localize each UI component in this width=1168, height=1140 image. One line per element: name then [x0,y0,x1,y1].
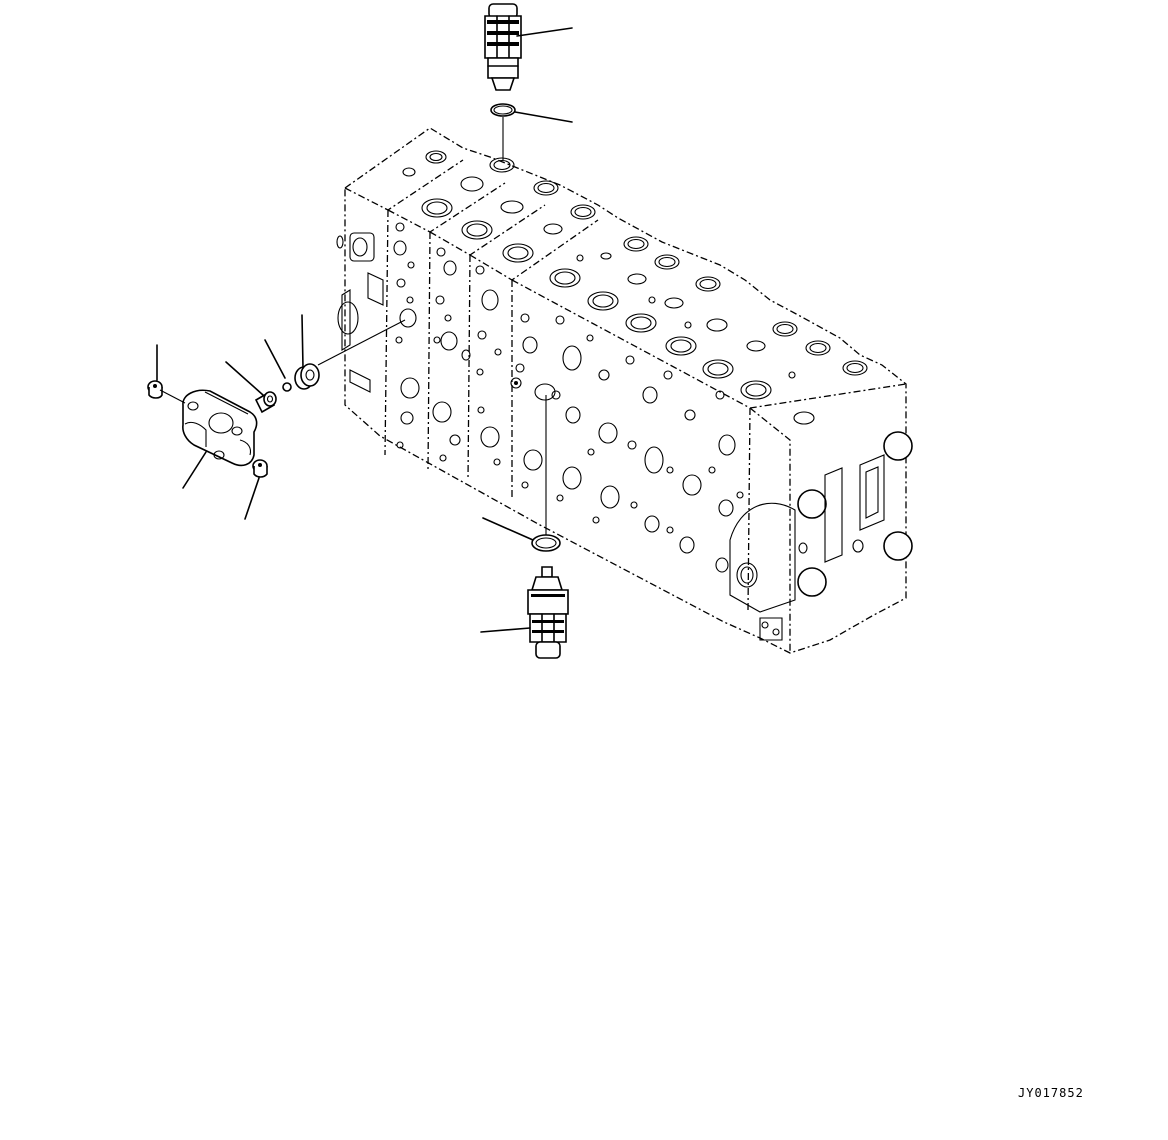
front-face-holes [394,223,743,572]
bottom-cartridge-leader [481,628,530,632]
top-o-ring-leader [515,112,572,122]
bottom-o-ring-leader [483,518,533,540]
small-o-ring-leader [265,340,285,378]
plug-piston [256,392,276,412]
lower-mounting-bolt [253,460,267,477]
spacer-ring [295,364,319,389]
control-valve-body [337,128,912,653]
cap-housing-leader [183,452,206,488]
bottom-valve-cartridge [528,567,568,658]
top-cartridge-leader [517,28,572,36]
small-o-ring [283,383,291,391]
top-port-holes [403,151,867,424]
top-o-ring [491,104,515,116]
figure-id: JY017852 [1018,1086,1084,1100]
cap-to-bolt-centerline [160,390,185,403]
lower-bolt-leader [245,478,259,519]
left-end-cover [337,233,383,392]
cap-housing [183,390,257,465]
top-valve-cartridge [485,4,521,90]
left-assembly-centerline [318,320,405,365]
right-end-cover [730,432,912,640]
upper-mounting-bolt [148,381,162,398]
spacer-ring-leader [302,315,303,368]
bottom-o-ring [532,535,560,551]
plug-piston-leader [226,362,263,395]
